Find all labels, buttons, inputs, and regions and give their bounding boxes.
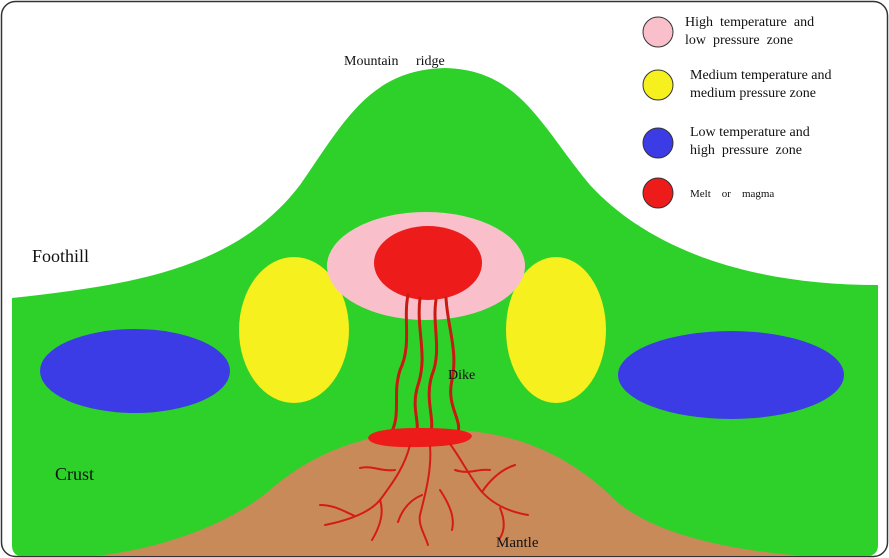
legend-melt-label: Melt or magma <box>690 188 774 200</box>
magma-chamber <box>374 226 482 300</box>
crust-label: Crust <box>55 464 94 484</box>
legend-low-temp-line1: Low temperature and <box>690 125 810 140</box>
dike-label: Dike <box>448 368 475 383</box>
mantle-label: Mantle <box>496 535 539 551</box>
low-temp-zone-right <box>618 331 844 419</box>
legend-high-temp-line2: low pressure zone <box>685 33 793 48</box>
foothill-label: Foothill <box>32 246 89 266</box>
legend-swatch-high-temp <box>643 17 673 47</box>
legend-medium-temp-line2: medium pressure zone <box>690 86 816 101</box>
legend-low-temp-line2: high pressure zone <box>690 143 802 158</box>
legend-swatch-melt <box>643 178 673 208</box>
low-temp-zone-left <box>40 329 230 413</box>
legend-swatch-medium-temp <box>643 70 673 100</box>
legend-medium-temp-line1: Medium temperature and <box>690 68 832 83</box>
mountain-ridge-label: Mountain ridge <box>344 54 445 69</box>
legend-high-temp-line1: High temperature and <box>685 15 814 30</box>
legend-swatch-low-temp <box>643 128 673 158</box>
